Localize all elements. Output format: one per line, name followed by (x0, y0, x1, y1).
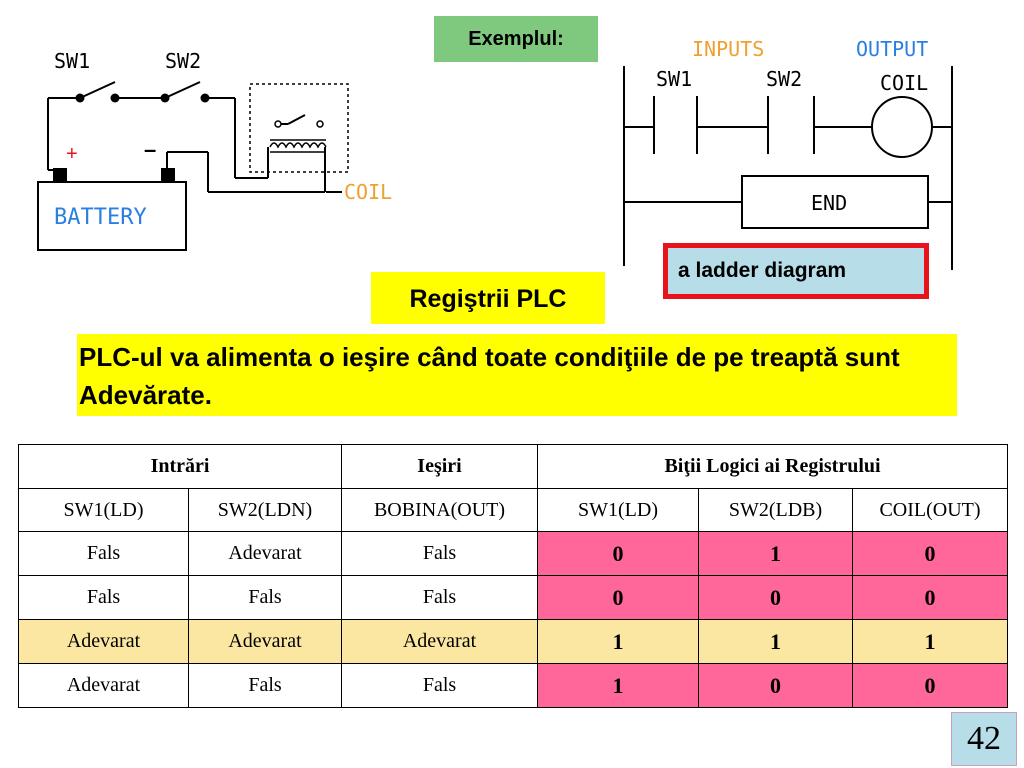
table-cell: Adevarat (341, 619, 539, 664)
plus-sign: + (66, 143, 78, 165)
circuit-diagram: SW1 SW2 + – BATTERY COIL (20, 30, 420, 260)
coil-label: COIL (344, 180, 392, 204)
truth-table: Intrări Ieşiri Biţii Logici ai Registrul… (17, 444, 1009, 708)
registers-title: Regiştrii PLC (371, 272, 605, 324)
column-header: SW2(LDB) (698, 488, 854, 532)
ladder-svg: INPUTS OUTPUT SW1 SW2 COIL END (623, 37, 953, 270)
bit-cell: 0 (537, 575, 700, 620)
table-cell: Adevarat (187, 531, 343, 576)
table-cell: Fals (341, 575, 539, 620)
battery-label: BATTERY (54, 205, 147, 230)
bit-cell: 0 (537, 531, 700, 576)
bit-cell: 1 (698, 531, 854, 576)
page-number: 42 (951, 712, 1017, 766)
group-header-register-bits: Biţii Logici ai Registrului (537, 444, 1009, 489)
column-header: COIL(OUT) (852, 488, 1009, 532)
ladder-sw2-label: SW2 (766, 67, 802, 91)
inputs-label: INPUTS (692, 37, 764, 61)
table-cell: Adevarat (18, 619, 189, 664)
circuit-sw2-label: SW2 (165, 49, 201, 73)
bit-cell: 1 (852, 619, 1009, 664)
table-row-highlighted: Adevarat Adevarat Adevarat 1 1 1 (18, 619, 1009, 664)
bit-cell: 1 (537, 619, 700, 664)
bit-cell: 1 (537, 663, 700, 708)
table-cell: Fals (341, 663, 539, 708)
table-group-header-row: Intrări Ieşiri Biţii Logici ai Registrul… (17, 444, 1009, 489)
ladder-sw1-label: SW1 (656, 67, 692, 91)
end-label: END (811, 191, 847, 215)
table-cell: Fals (18, 531, 189, 576)
table-cell: Fals (341, 531, 539, 576)
bit-cell: 0 (852, 663, 1009, 708)
circuit-svg: SW1 SW2 + – BATTERY COIL (37, 49, 392, 251)
table-cell: Fals (187, 575, 343, 620)
table-row: Fals Adevarat Fals 0 1 0 (18, 531, 1009, 576)
column-header: SW1(LD) (537, 488, 700, 532)
statement-text: PLC-ul va alimenta o ieşire când toate c… (77, 334, 957, 416)
bit-cell: 0 (698, 663, 854, 708)
group-header-outputs: Ieşiri (341, 444, 539, 489)
bit-cell: 0 (852, 531, 1009, 576)
bit-cell: 0 (852, 575, 1009, 620)
bit-cell: 1 (698, 619, 854, 664)
table-row: Fals Fals Fals 0 0 0 (18, 575, 1009, 620)
column-header: SW1(LD) (18, 488, 189, 532)
table-column-header-row: SW1(LD) SW2(LDN) BOBINA(OUT) SW1(LD) SW2… (18, 488, 1009, 532)
table-cell: Adevarat (187, 619, 343, 664)
column-header: BOBINA(OUT) (341, 488, 539, 532)
table-cell: Fals (187, 663, 343, 708)
table-row: Adevarat Fals Fals 1 0 0 (18, 663, 1009, 708)
output-label: OUTPUT (856, 37, 928, 61)
ladder-coil-label: COIL (880, 71, 928, 95)
group-header-inputs: Intrări (17, 444, 343, 489)
minus-sign: – (144, 137, 156, 162)
column-header: SW2(LDN) (187, 488, 343, 532)
example-label: Exemplul: (434, 16, 598, 62)
ladder-caption: a ladder diagram (663, 243, 929, 299)
table-cell: Fals (18, 575, 189, 620)
table-cell: Adevarat (18, 663, 189, 708)
ladder-diagram: INPUTS OUTPUT SW1 SW2 COIL END (600, 30, 1024, 280)
bit-cell: 0 (698, 575, 854, 620)
circuit-sw1-label: SW1 (54, 49, 90, 73)
